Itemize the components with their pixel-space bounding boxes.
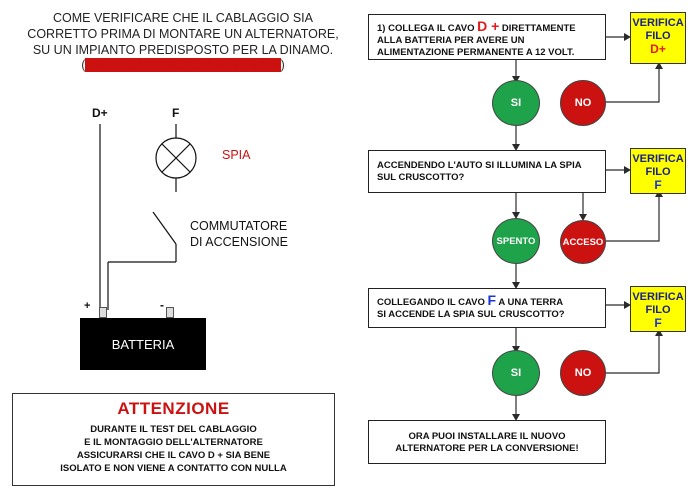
verifica-box-f-2: VERIFICA FILO F xyxy=(630,286,686,332)
answer-spento: SPENTO xyxy=(492,218,540,264)
attention-line: DURANTE IL TEST DEL CABLAGGIO xyxy=(90,424,257,435)
subtitle-close: ) xyxy=(280,58,285,72)
verifica-box-d-plus: VERIFICA FILO D+ xyxy=(630,12,686,64)
verifica-1-line-1: VERIFICA xyxy=(632,17,684,29)
step-1-text-b: DIRETTAMENTE xyxy=(499,23,576,34)
attention-title: ATTENZIONE xyxy=(117,399,230,418)
step-4-line-1: ORA PUOI INSTALLARE IL NUOVO xyxy=(408,431,566,442)
subtitle: (COLLEGARE SOLO IL NEGATIVO) xyxy=(18,58,348,72)
verifica-box-f-1: VERIFICA FILO F xyxy=(630,148,686,194)
verifica-3-line-2: FILO xyxy=(645,304,671,316)
subtitle-text: COLLEGARE SOLO IL NEGATIVO xyxy=(85,58,281,72)
step-3-line-2: SI ACCENDE LA SPIA SUL CRUSCOTTO? xyxy=(377,309,565,320)
step-2-line-2: SUL CRUSCOTTO? xyxy=(377,172,465,183)
attention-line: ASSICURARSI CHE IL CAVO D + SIA BENE xyxy=(76,450,271,461)
battery: BATTERIA xyxy=(80,318,206,370)
commutatore-line-1: COMMUTATORE xyxy=(190,219,288,233)
f-label: F xyxy=(172,106,180,120)
step-2-box: ACCENDENDO L'AUTO SI ILLUMINA LA SPIA SU… xyxy=(368,150,606,193)
title-line-1: COME VERIFICARE CHE IL CABLAGGIO SIA xyxy=(52,11,313,25)
verifica-2-signal: F xyxy=(654,178,662,192)
step-1-text-a: 1) COLLEGA IL CAVO xyxy=(377,23,478,34)
step-3-line-1: COLLEGANDO IL CAVO F A UNA TERRA xyxy=(377,292,597,309)
plus-label: + xyxy=(84,300,91,312)
battery-negative-terminal xyxy=(166,307,174,318)
attention-line: E IL MONTAGGIO DELL'ALTERNATORE xyxy=(84,437,263,448)
verifica-2-line-2: FILO xyxy=(645,166,671,178)
step-1-line-1: 1) COLLEGA IL CAVO D + DIRETTAMENTE xyxy=(377,18,597,35)
minus-label: - xyxy=(160,298,164,312)
attention-line: ISOLATO E NON VIENE A CONTATTO CON NULLA xyxy=(60,463,287,474)
answer-no-3: NO xyxy=(560,350,606,396)
answer-no-1: NO xyxy=(560,80,606,126)
step-3-text-b: A UNA TERRA xyxy=(496,297,564,308)
step-2-line-1: ACCENDENDO L'AUTO SI ILLUMINA LA SPIA xyxy=(377,160,582,171)
verifica-1-signal: D+ xyxy=(650,42,666,56)
step-4-line-2: ALTERNATORE PER LA CONVERSIONE! xyxy=(395,443,579,454)
subtitle-open: ( xyxy=(81,58,86,72)
switch-icon xyxy=(152,211,177,245)
d-plus-label: D+ xyxy=(92,106,108,120)
step-3-text-a: COLLEGANDO IL CAVO xyxy=(377,297,488,308)
step-4-box: ORA PUOI INSTALLARE IL NUOVO ALTERNATORE… xyxy=(368,420,606,464)
commutatore-label: COMMUTATORE DI ACCENSIONE xyxy=(190,218,288,250)
verifica-2-line-1: VERIFICA xyxy=(632,153,684,165)
answer-si-1: SI xyxy=(492,80,540,126)
battery-positive-terminal xyxy=(99,307,107,318)
step-1-line-3: ALIMENTAZIONE PERMANENTE A 12 VOLT. xyxy=(377,47,575,58)
step-3-signal: F xyxy=(487,292,497,308)
answer-acceso: ACCESO xyxy=(560,220,606,264)
attention-box: ATTENZIONE DURANTE IL TEST DEL CABLAGGIO… xyxy=(12,393,335,486)
step-1-box: 1) COLLEGA IL CAVO D + DIRETTAMENTE ALLA… xyxy=(368,14,606,60)
step-1-signal: D + xyxy=(477,18,500,34)
commutatore-line-2: DI ACCENSIONE xyxy=(190,235,288,249)
step-1-line-2: ALLA BATTERIA PER AVERE UN xyxy=(377,35,525,46)
step-3-box: COLLEGANDO IL CAVO F A UNA TERRA SI ACCE… xyxy=(368,288,606,328)
verifica-1-line-2: FILO xyxy=(645,30,671,42)
title-line-2: CORRETTO PRIMA DI MONTARE UN ALTERNATORE… xyxy=(27,27,339,41)
page-title: COME VERIFICARE CHE IL CABLAGGIO SIA COR… xyxy=(18,10,348,58)
answer-si-3: SI xyxy=(492,350,540,396)
title-line-3: SU UN IMPIANTO PREDISPOSTO PER LA DINAMO… xyxy=(32,43,334,57)
verifica-3-signal: F xyxy=(654,316,662,330)
spia-label: SPIA xyxy=(222,148,251,162)
verifica-3-line-1: VERIFICA xyxy=(632,291,684,303)
